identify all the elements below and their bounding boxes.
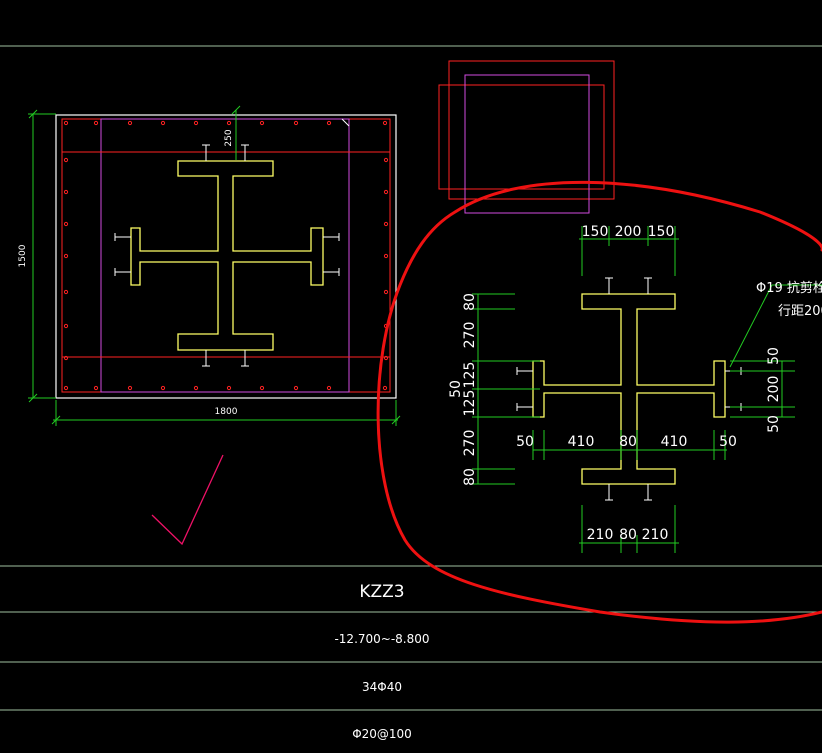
column-name: KZZ3 [359, 582, 404, 602]
detail-dimension-lines [472, 226, 822, 553]
vert-dim-125-top: 125 [462, 362, 478, 389]
vert-dim-125-bottom: 125 [462, 390, 478, 417]
vert-dim-80-bottom: 80 [462, 468, 478, 486]
stirrup-spec: Φ20@100 [352, 727, 412, 741]
steel-cross-section-detail [532, 293, 726, 485]
bottom-dim-210-left: 210 [587, 527, 614, 543]
horiz-dim-410-right: 410 [661, 434, 688, 450]
steel-cross-section [130, 160, 324, 351]
width-dimension: 1800 [215, 407, 238, 417]
left-dimension-lines [28, 105, 401, 426]
check-mark-annotation [151, 454, 224, 546]
tie-diag [341, 118, 350, 127]
top-dim-150-left: 150 [582, 224, 609, 240]
shear-studs [114, 144, 340, 367]
vert-dim-270-top: 270 [462, 322, 478, 349]
vert-dim-270-bottom: 270 [462, 430, 478, 457]
left-section-detail: 1500 1800 250 [18, 105, 401, 426]
web-dim-50: 50 [448, 380, 464, 398]
right-vert-dim-50-bottom: 50 [766, 415, 782, 433]
horiz-dim-50-right: 50 [719, 434, 737, 450]
bottom-dim-80: 80 [619, 527, 637, 543]
top-dim-150-right: 150 [648, 224, 675, 240]
stud-note-line2: 行距200 [778, 304, 822, 319]
top-offset-dimension: 250 [224, 129, 234, 146]
top-right-boxes [438, 60, 615, 214]
height-dimension: 1500 [18, 244, 28, 267]
rebar-dots [63, 120, 389, 391]
drawing-frame [0, 45, 822, 711]
detail-studs [516, 277, 742, 501]
top-dim-200: 200 [615, 224, 642, 240]
elevation-range: -12.700~-8.800 [334, 632, 429, 646]
main-rebar-spec: 34Φ40 [362, 680, 402, 694]
horiz-dim-50-left: 50 [516, 434, 534, 450]
concrete-outline [55, 114, 397, 399]
red-circle-annotation [376, 180, 822, 624]
vert-dim-80-top: 80 [462, 293, 478, 311]
bottom-dim-210-right: 210 [642, 527, 669, 543]
right-vert-dim-200: 200 [766, 376, 782, 403]
stirrup-box [100, 118, 350, 393]
right-section-detail: 150 200 150 210 80 210 50 410 80 410 50 … [448, 224, 822, 553]
rebar-cage [61, 118, 391, 393]
horiz-dim-410-left: 410 [568, 434, 595, 450]
stud-note-line1: Φ19 抗剪栓钉 [756, 280, 822, 296]
horiz-dim-80: 80 [619, 434, 637, 450]
right-vert-dim-50-top: 50 [766, 347, 782, 365]
